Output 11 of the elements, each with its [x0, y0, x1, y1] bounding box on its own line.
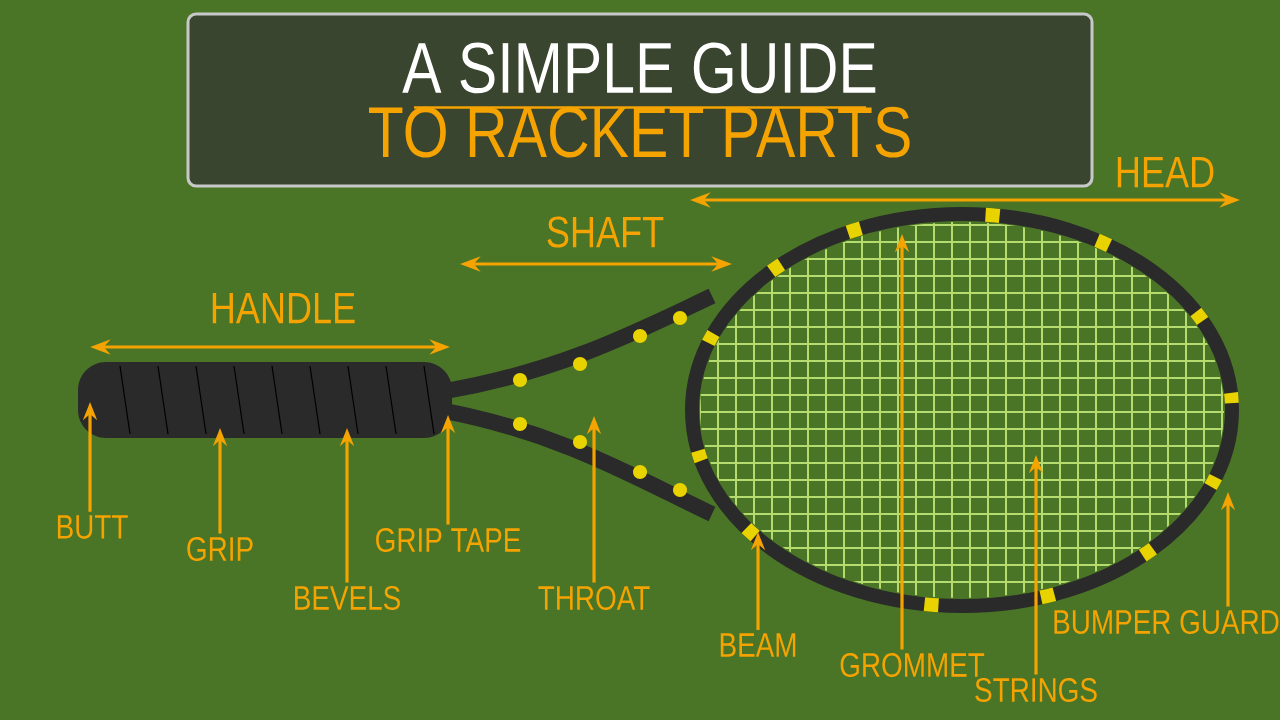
part-label: GROMMET [840, 652, 985, 678]
part-label: BEAM [720, 633, 796, 657]
title-banner: A SIMPLE GUIDE TO RACKET PARTS [186, 12, 1094, 188]
part-label: BUTT [57, 515, 128, 539]
part-label: STRINGS [975, 677, 1097, 703]
part-label: GRIP [187, 536, 253, 562]
part-label: HANDLE [212, 292, 355, 324]
part-label: GRIP TAPE [376, 527, 521, 553]
part-label: BEVELS [295, 585, 400, 611]
part-label: BUMPER GUARD [1054, 609, 1279, 635]
part-label: THROAT [538, 585, 650, 611]
